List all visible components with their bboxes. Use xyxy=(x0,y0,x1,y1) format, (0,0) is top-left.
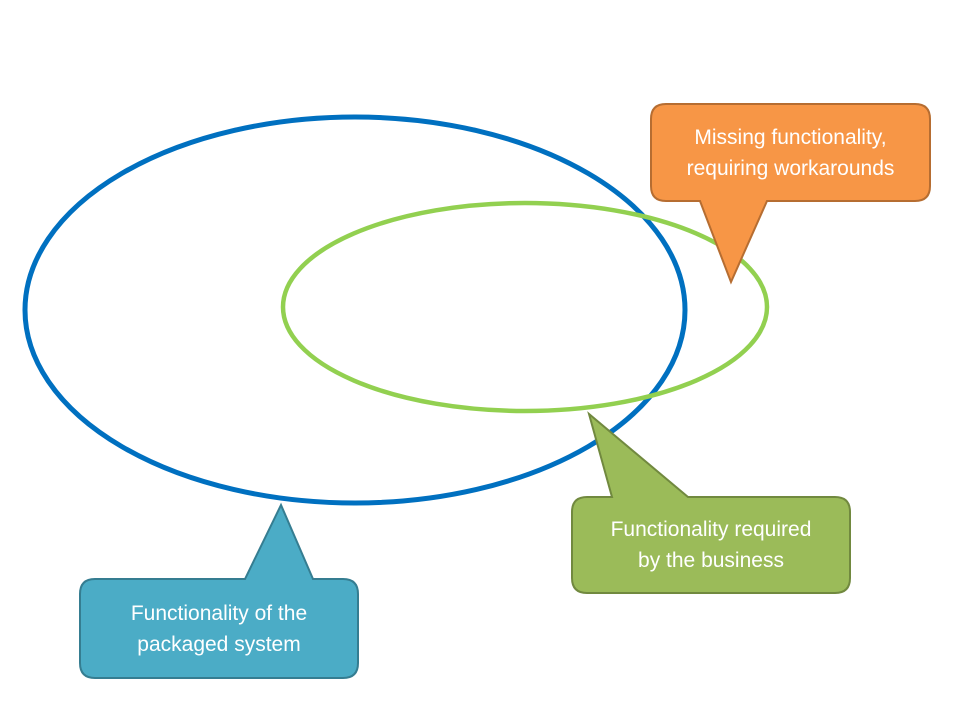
packaged-system-ellipse xyxy=(22,114,688,506)
missing-functionality-callout-shape xyxy=(650,103,931,285)
business-requirements-callout-shape xyxy=(571,411,851,594)
packaged-system-callout-shape xyxy=(79,502,359,679)
business-requirements-ellipse xyxy=(280,200,770,414)
